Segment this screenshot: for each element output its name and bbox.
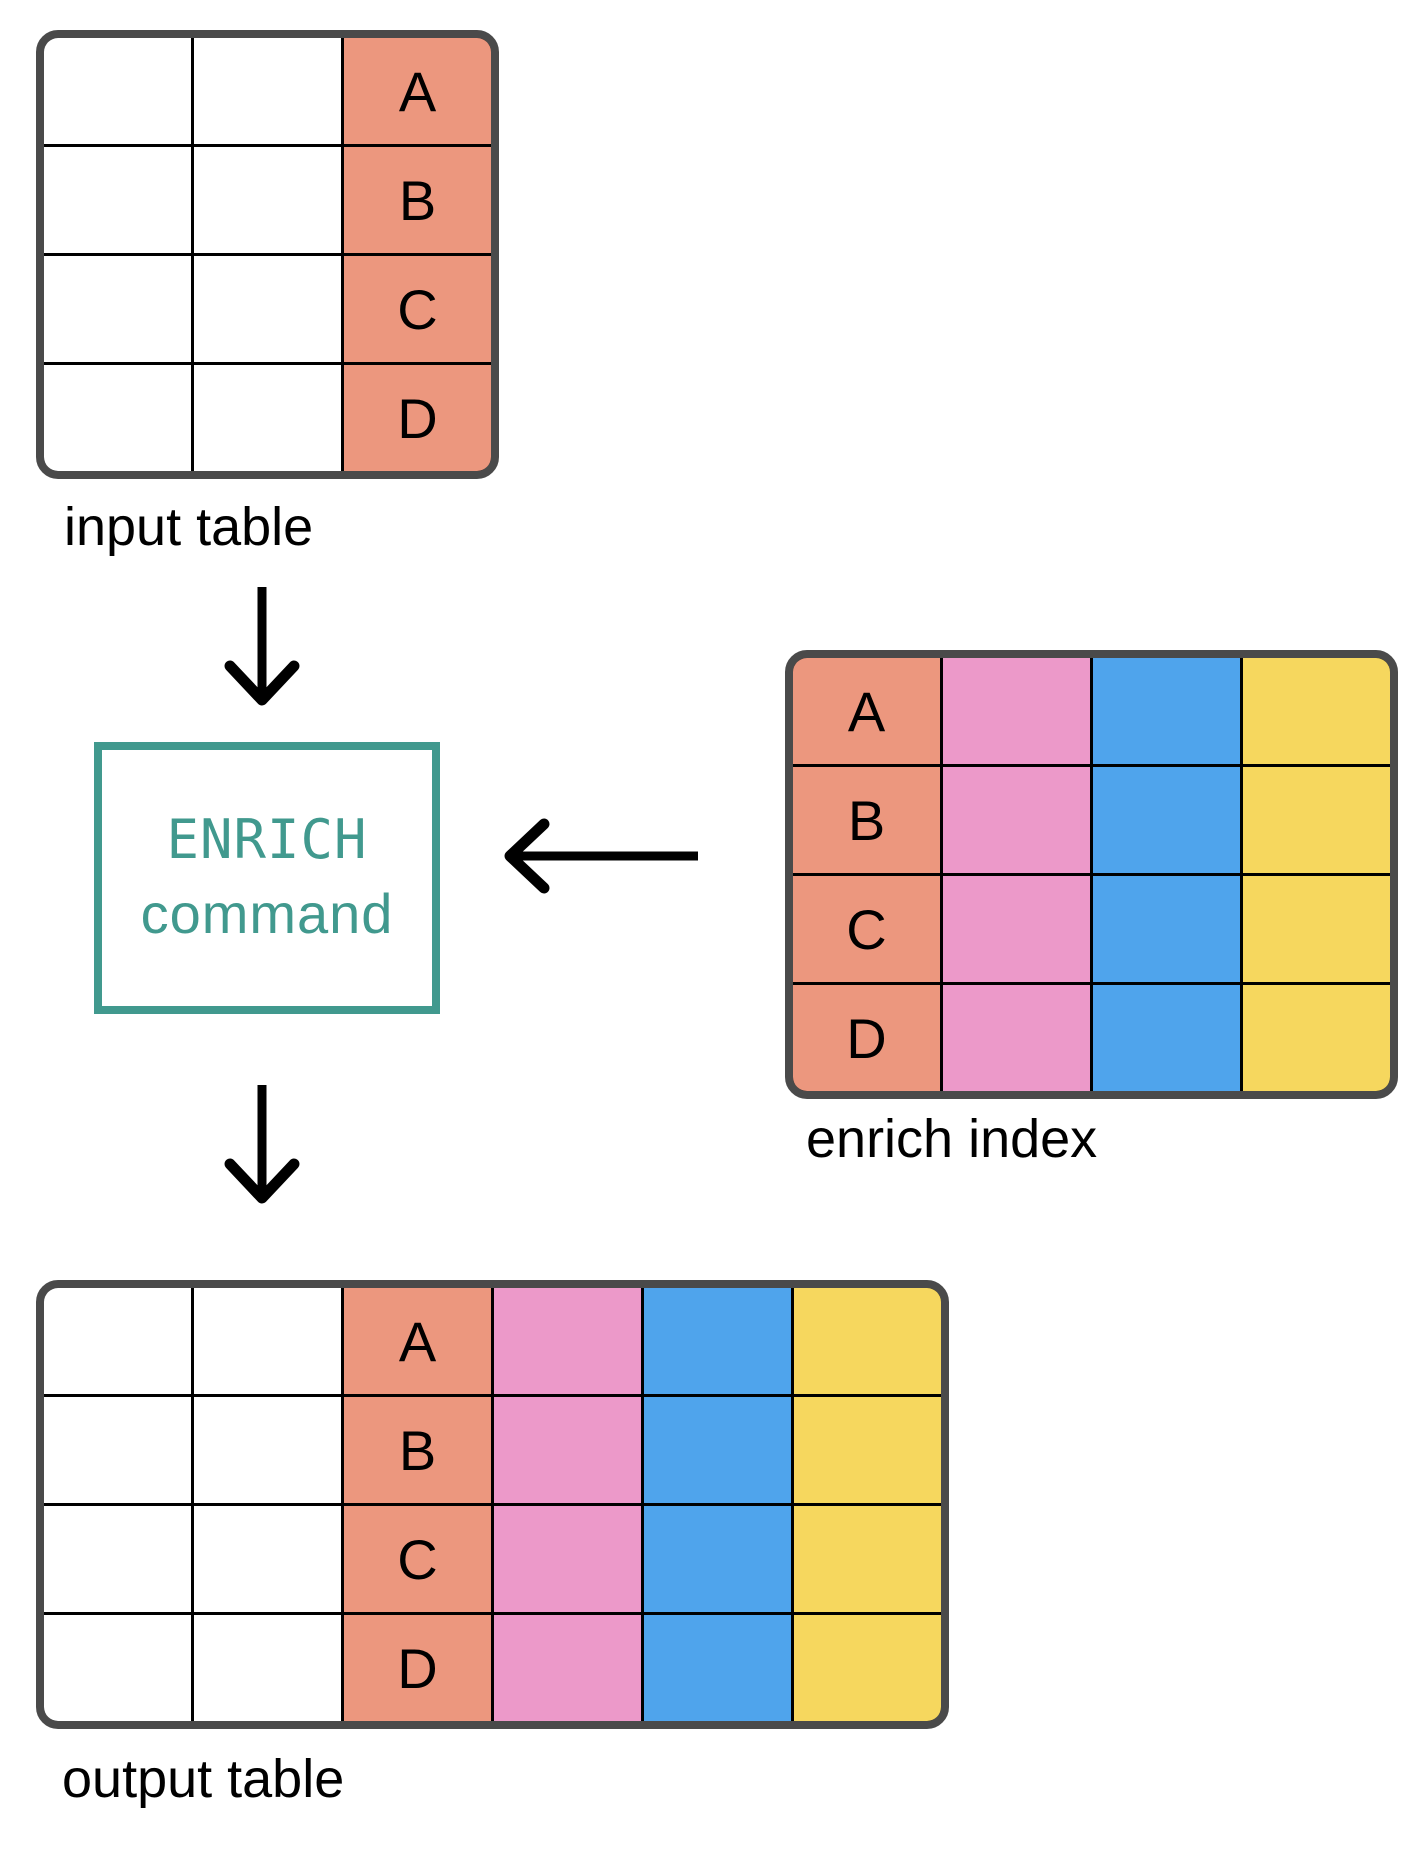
key-cell: B xyxy=(344,1397,491,1503)
table-cell xyxy=(194,365,341,471)
table-cell xyxy=(794,1397,941,1503)
enrich-command-keyword: ENRICH xyxy=(166,808,368,872)
table-cell xyxy=(1093,985,1240,1091)
table-cell xyxy=(194,1506,341,1612)
key-cell: A xyxy=(793,658,940,764)
table-cell xyxy=(943,876,1090,982)
table-cell xyxy=(44,147,191,253)
key-cell: D xyxy=(344,1615,491,1721)
arrow-left-enrich-index-to-enrich-icon xyxy=(504,818,698,894)
enrich-command-word: command xyxy=(140,881,394,945)
enrich-index-label: enrich index xyxy=(806,1109,1098,1169)
table-cell xyxy=(194,1397,341,1503)
table-cell xyxy=(644,1615,791,1721)
key-cell: A xyxy=(344,38,491,144)
table-cell xyxy=(194,147,341,253)
table-cell xyxy=(943,658,1090,764)
table-cell xyxy=(44,1288,191,1394)
table-cell xyxy=(194,256,341,362)
table-cell xyxy=(644,1506,791,1612)
arrow-down-enrich-to-output-icon xyxy=(224,1085,300,1204)
key-cell: B xyxy=(793,767,940,873)
table-cell xyxy=(943,767,1090,873)
table-cell xyxy=(44,1506,191,1612)
table-cell xyxy=(494,1397,641,1503)
table-cell xyxy=(1243,767,1390,873)
table-cell xyxy=(44,1615,191,1721)
table-cell xyxy=(1093,658,1240,764)
table-cell xyxy=(494,1288,641,1394)
table-cell xyxy=(794,1288,941,1394)
table-cell xyxy=(1093,767,1240,873)
table-cell xyxy=(1093,876,1240,982)
table-cell xyxy=(1243,876,1390,982)
key-cell: C xyxy=(344,256,491,362)
table-cell xyxy=(1243,658,1390,764)
input-table-label: input table xyxy=(64,497,314,557)
key-cell: D xyxy=(344,365,491,471)
key-cell: C xyxy=(793,876,940,982)
table-cell xyxy=(194,1615,341,1721)
table-cell xyxy=(794,1615,941,1721)
key-cell: A xyxy=(344,1288,491,1394)
table-cell xyxy=(44,256,191,362)
table-cell xyxy=(494,1615,641,1721)
table-cell xyxy=(1243,985,1390,1091)
table-cell xyxy=(194,38,341,144)
table-cell xyxy=(194,1288,341,1394)
key-cell: D xyxy=(793,985,940,1091)
table-cell xyxy=(943,985,1090,1091)
key-cell: B xyxy=(344,147,491,253)
table-cell xyxy=(644,1397,791,1503)
table-cell xyxy=(44,1397,191,1503)
table-cell xyxy=(44,365,191,471)
enrich-command-box: ENRICH command xyxy=(94,742,440,1014)
output-table-label: output table xyxy=(62,1749,345,1809)
arrow-down-input-to-enrich-icon xyxy=(224,587,300,706)
key-cell: C xyxy=(344,1506,491,1612)
table-cell xyxy=(44,38,191,144)
table-cell xyxy=(494,1506,641,1612)
table-cell xyxy=(644,1288,791,1394)
table-cell xyxy=(794,1506,941,1612)
